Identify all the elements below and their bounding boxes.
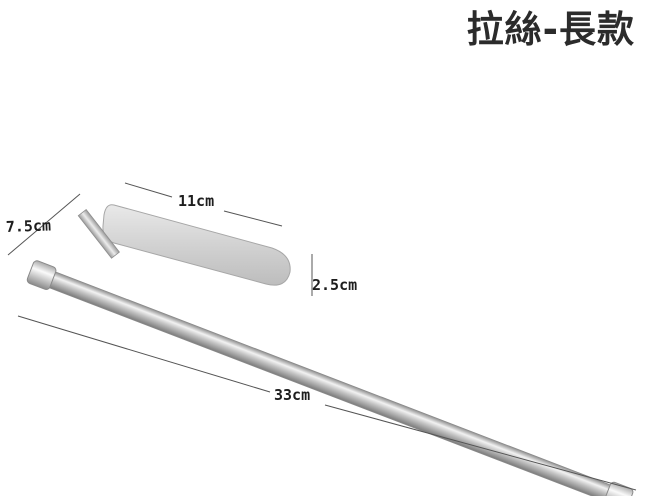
dim-line-bar-length-b xyxy=(324,404,637,491)
dim-line-depth xyxy=(7,193,81,256)
support-arm xyxy=(77,208,120,259)
product-title: 拉絲-長款 xyxy=(466,8,635,51)
dim-label-plate-width: 11cm xyxy=(178,192,214,210)
dim-label-plate-height: 2.5cm xyxy=(312,276,357,294)
dim-label-depth: 7.5cm xyxy=(6,216,52,236)
towel-bar xyxy=(26,260,634,496)
left-end-cap xyxy=(26,260,57,290)
dim-line-bar-length-a xyxy=(17,315,271,393)
dim-line-plate-width-a xyxy=(124,182,173,198)
right-end-cap xyxy=(603,481,634,496)
wall-plate xyxy=(102,204,291,286)
dim-label-bar-length: 33cm xyxy=(274,386,310,404)
dim-line-plate-width-b xyxy=(223,210,283,227)
